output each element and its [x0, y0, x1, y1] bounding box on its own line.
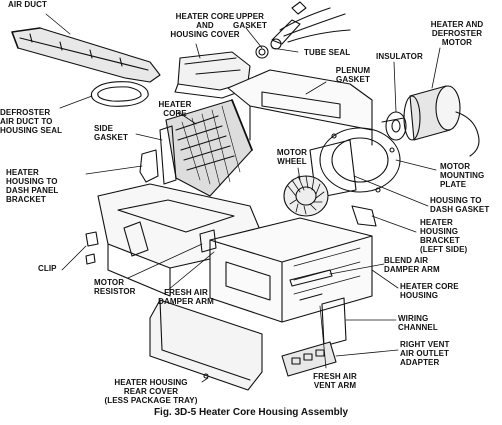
- label-heater-core: HEATER CORE: [158, 100, 192, 118]
- label-fresh-air-damper: FRESH AIR DAMPER ARM: [158, 288, 214, 306]
- defroster-seal-part: [90, 81, 149, 107]
- leader-lines: [45, 13, 441, 383]
- plenum-part: [227, 69, 373, 146]
- label-heater-defroster-motor: HEATER AND DEFROSTER MOTOR: [430, 20, 484, 47]
- label-heater-housing-bracket: HEATER HOUSING TO DASH PANEL BRACKET: [6, 168, 59, 204]
- tube-seal-part: [255, 1, 351, 59]
- damper-arm-part: [289, 269, 333, 301]
- motor-wheel-part: [283, 175, 329, 217]
- label-plenum-gasket: PLENUM GASKET: [335, 66, 371, 84]
- label-wiring-channel: WIRING CHANNEL: [398, 314, 438, 332]
- wiring-channel-part: [321, 297, 347, 347]
- side-gasket-part: [159, 125, 177, 185]
- label-right-vent-adapter: RIGHT VENT AIR OUTLET ADAPTER: [400, 340, 450, 367]
- label-motor-resistor: MOTOR RESISTOR: [94, 278, 136, 296]
- label-blend-air-damper: BLEND AIR DAMPER ARM: [384, 256, 440, 274]
- heater-core-housing-part: [209, 217, 373, 323]
- label-motor-mounting-plate: MOTOR MOUNTING PLATE: [440, 162, 485, 189]
- label-housing-bracket-left: HEATER HOUSING BRACKET (LEFT SIDE): [420, 218, 468, 254]
- label-air-duct: AIR DUCT: [8, 0, 48, 9]
- blower-motor-part: [381, 85, 480, 157]
- label-heater-core-housing: HEATER CORE HOUSING: [400, 282, 459, 300]
- label-insulator: INSULATOR: [376, 52, 423, 61]
- left-bracket-part: [351, 205, 377, 227]
- label-upper-gasket: UPPER GASKET: [233, 12, 267, 30]
- rear-cover-part: [149, 299, 263, 391]
- clip-part: [85, 231, 99, 265]
- figure-caption: Fig. 3D-5 Heater Core Housing Assembly: [153, 407, 349, 418]
- label-side-gasket: SIDE GASKET: [94, 124, 128, 142]
- vent-adapter-part: [281, 341, 337, 377]
- label-housing-dash-gasket: HOUSING TO DASH GASKET: [430, 196, 490, 214]
- label-motor-wheel: MOTOR WHEEL: [276, 148, 308, 166]
- air-duct-part: [11, 27, 161, 83]
- motor-plate-part: [319, 127, 401, 193]
- label-clip: CLIP: [38, 264, 57, 273]
- motor-resistor-part: [199, 229, 217, 253]
- heater-core-part: [165, 99, 253, 197]
- label-rear-cover: HEATER HOUSING REAR COVER (LESS PACKAGE …: [104, 378, 198, 405]
- dash-bracket-part: [139, 149, 159, 183]
- label-tube-seal: TUBE SEAL: [304, 48, 351, 57]
- label-heater-core-cover: HEATER CORE AND HOUSING COVER: [170, 12, 240, 39]
- label-defroster-duct-seal: DEFROSTER AIR DUCT TO HOUSING SEAL: [0, 108, 63, 135]
- insulator-part: [385, 111, 407, 141]
- label-fresh-air-vent-arm: FRESH AIR VENT ARM: [313, 372, 357, 390]
